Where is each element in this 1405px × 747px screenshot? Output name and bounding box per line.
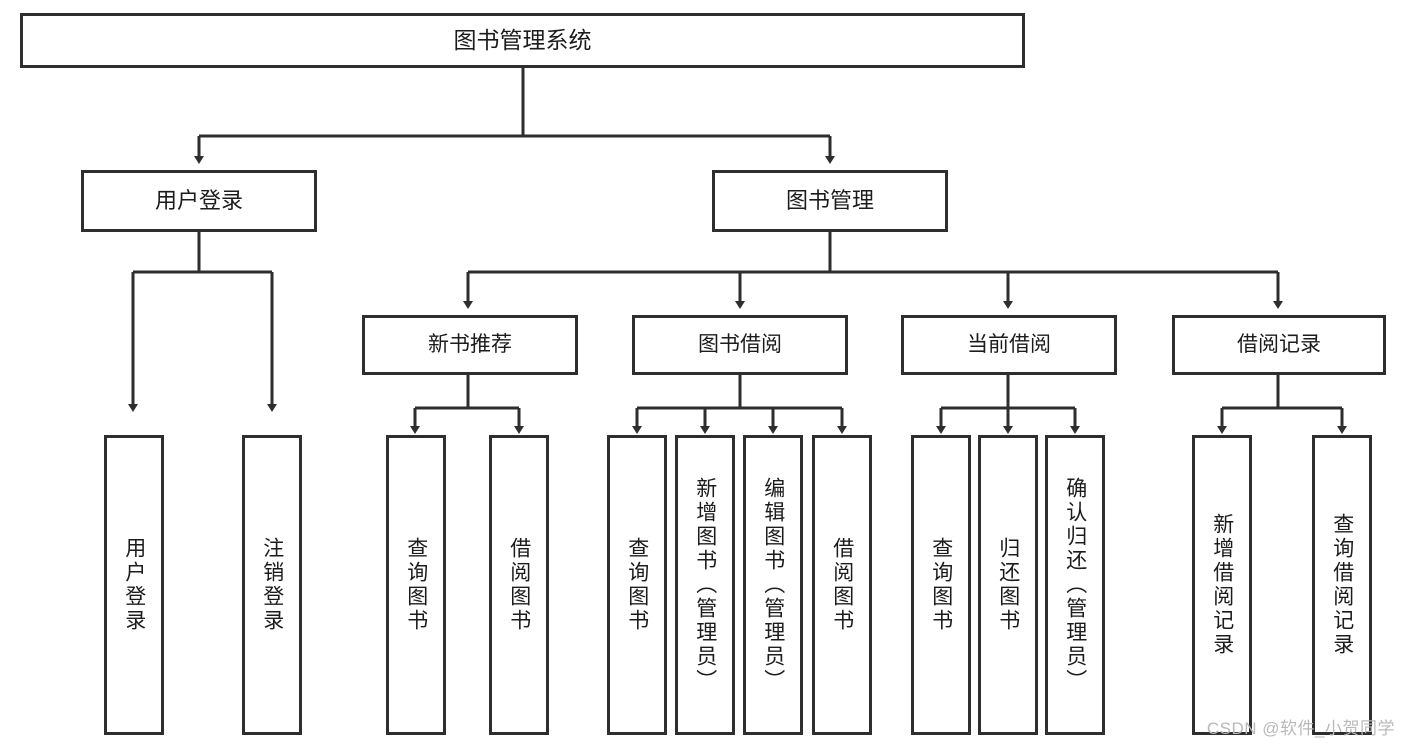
node-leaf-query-book-2-label: 查询图书 xyxy=(625,537,649,633)
node-leaf-user-login-label: 用户登录 xyxy=(122,537,146,633)
node-book-borrow[interactable]: 图书借阅 xyxy=(632,315,848,375)
node-leaf-borrow-book-1[interactable]: 借阅图书 xyxy=(489,435,549,735)
node-user-login-label: 用户登录 xyxy=(154,187,243,213)
node-leaf-add-record[interactable]: 新增借阅记录 xyxy=(1192,435,1252,735)
node-leaf-confirm-return-label: 确认归还（管理员） xyxy=(1063,477,1087,693)
node-leaf-query-book-2[interactable]: 查询图书 xyxy=(607,435,667,735)
node-leaf-logout[interactable]: 注销登录 xyxy=(242,435,302,735)
node-book-manage[interactable]: 图书管理 xyxy=(712,170,948,232)
node-borrow-record[interactable]: 借阅记录 xyxy=(1172,315,1386,375)
node-leaf-edit-book[interactable]: 编辑图书（管理员） xyxy=(743,435,803,735)
node-current-borrow-label: 当前借阅 xyxy=(967,333,1051,357)
node-leaf-query-book-1-label: 查询图书 xyxy=(404,537,428,633)
node-leaf-query-record[interactable]: 查询借阅记录 xyxy=(1312,435,1372,735)
node-book-borrow-label: 图书借阅 xyxy=(698,333,782,357)
node-leaf-borrow-book-2[interactable]: 借阅图书 xyxy=(812,435,872,735)
watermark: CSDN @软件_小贺同学 xyxy=(1206,719,1395,738)
node-new-book-rec[interactable]: 新书推荐 xyxy=(362,315,578,375)
node-leaf-query-book-3-label: 查询图书 xyxy=(929,537,953,633)
node-new-book-rec-label: 新书推荐 xyxy=(428,333,512,357)
node-root-label: 图书管理系统 xyxy=(453,26,592,53)
node-leaf-query-book-1[interactable]: 查询图书 xyxy=(386,435,446,735)
node-leaf-query-record-label: 查询借阅记录 xyxy=(1330,513,1354,657)
node-current-borrow[interactable]: 当前借阅 xyxy=(901,315,1117,375)
node-leaf-borrow-book-2-label: 借阅图书 xyxy=(830,537,854,633)
node-leaf-add-record-label: 新增借阅记录 xyxy=(1210,513,1234,657)
node-leaf-return-book-label: 归还图书 xyxy=(996,537,1020,633)
node-leaf-add-book[interactable]: 新增图书（管理员） xyxy=(675,435,735,735)
node-leaf-logout-label: 注销登录 xyxy=(260,537,284,633)
node-leaf-user-login[interactable]: 用户登录 xyxy=(104,435,164,735)
node-borrow-record-label: 借阅记录 xyxy=(1237,333,1321,357)
node-leaf-add-book-label: 新增图书（管理员） xyxy=(693,477,717,693)
node-user-login[interactable]: 用户登录 xyxy=(81,170,317,232)
node-root[interactable]: 图书管理系统 xyxy=(20,13,1025,68)
node-leaf-edit-book-label: 编辑图书（管理员） xyxy=(761,477,785,693)
node-leaf-confirm-return[interactable]: 确认归还（管理员） xyxy=(1045,435,1105,735)
node-leaf-return-book[interactable]: 归还图书 xyxy=(978,435,1038,735)
node-leaf-borrow-book-1-label: 借阅图书 xyxy=(507,537,531,633)
node-leaf-query-book-3[interactable]: 查询图书 xyxy=(911,435,971,735)
node-book-manage-label: 图书管理 xyxy=(785,187,874,213)
